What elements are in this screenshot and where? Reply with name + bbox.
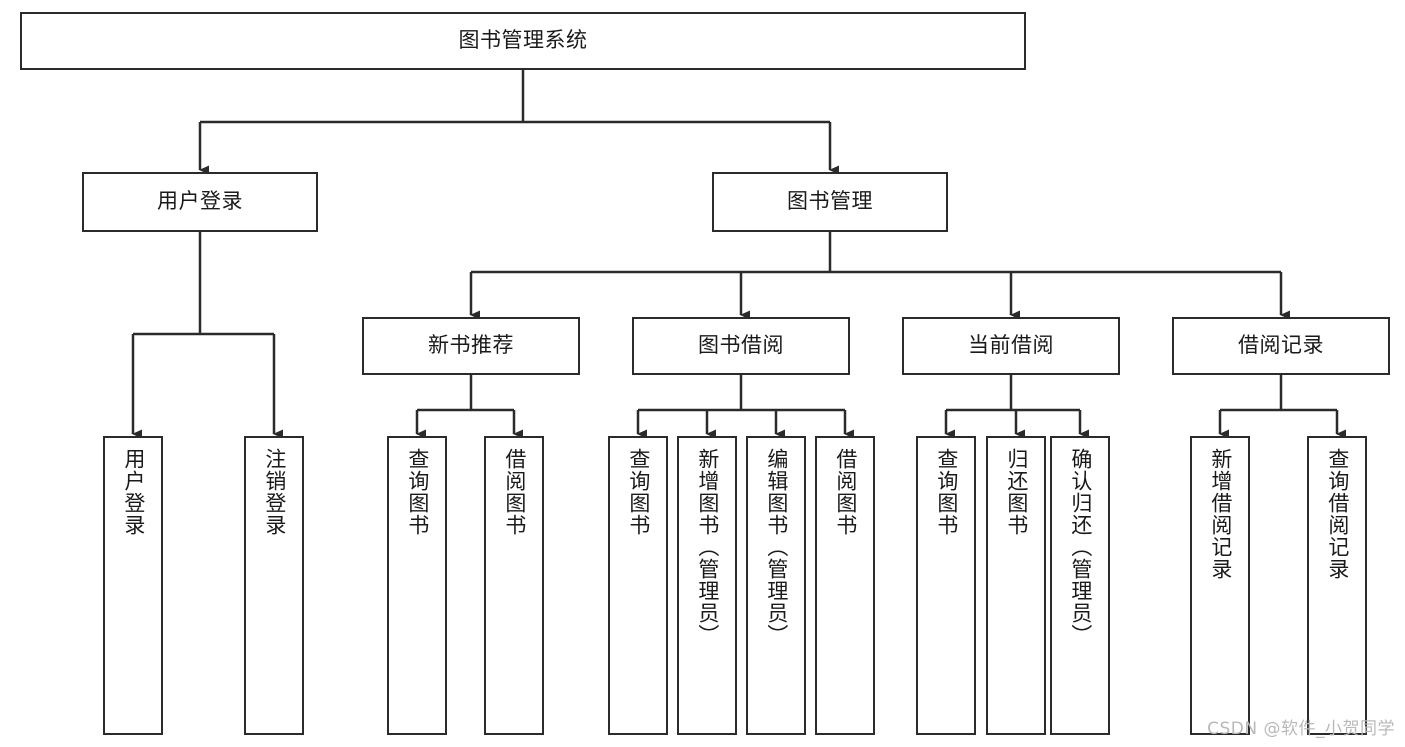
node-book-manage[interactable]: 图书管理 [712,172,948,232]
node-root[interactable]: 图书管理系统 [20,12,1026,70]
node-leaf-edit-book[interactable]: 编辑图书（管理员） [746,436,806,735]
arrow-connectors [131,122,1346,439]
node-book-borrow[interactable]: 图书借阅 [632,317,850,375]
node-new-book-rec[interactable]: 新书推荐 [362,317,580,375]
node-label-leaf-user-logout: 注销登录 [262,448,287,536]
node-leaf-add-book[interactable]: 新增图书（管理员） [677,436,737,735]
node-leaf-query-book-current[interactable]: 查询图书 [916,436,976,735]
node-label-book-borrow: 图书借阅 [698,333,784,358]
node-label-leaf-borrow-book: 借阅图书 [833,448,858,536]
node-label-leaf-edit-book: 编辑图书（管理员） [764,448,789,646]
node-leaf-query-book-borrow[interactable]: 查询图书 [608,436,668,735]
node-label-new-book-rec: 新书推荐 [428,333,514,358]
node-label-root: 图书管理系统 [458,28,588,53]
node-user-login[interactable]: 用户登录 [82,172,318,232]
node-label-leaf-query-book-rec: 查询图书 [405,448,430,536]
node-label-user-login: 用户登录 [157,189,243,214]
node-label-leaf-query-book-borrow: 查询图书 [626,448,651,536]
node-borrow-record[interactable]: 借阅记录 [1172,317,1390,375]
node-label-leaf-return-book: 归还图书 [1004,448,1029,536]
node-leaf-borrow-book-rec[interactable]: 借阅图书 [484,436,544,735]
node-label-leaf-add-record: 新增借阅记录 [1208,448,1233,580]
node-label-leaf-add-book: 新增图书（管理员） [695,448,720,646]
node-label-leaf-borrow-book-rec: 借阅图书 [502,448,527,536]
node-leaf-add-record[interactable]: 新增借阅记录 [1190,436,1250,735]
watermark-text: CSDN @软件_小贺同学 [1207,719,1395,739]
node-leaf-query-book-rec[interactable]: 查询图书 [387,436,447,735]
node-leaf-borrow-book[interactable]: 借阅图书 [815,436,875,735]
node-label-leaf-user-login: 用户登录 [121,448,146,536]
node-label-leaf-query-book-current: 查询图书 [934,448,959,536]
node-label-leaf-query-record: 查询借阅记录 [1325,448,1350,580]
node-leaf-user-logout[interactable]: 注销登录 [244,436,304,735]
node-current-borrow[interactable]: 当前借阅 [902,317,1120,375]
node-label-borrow-record: 借阅记录 [1238,333,1324,358]
node-label-current-borrow: 当前借阅 [968,333,1054,358]
node-leaf-confirm-return[interactable]: 确认归还（管理员） [1050,436,1110,735]
node-label-book-manage: 图书管理 [787,189,873,214]
node-leaf-return-book[interactable]: 归还图书 [986,436,1046,735]
node-leaf-query-record[interactable]: 查询借阅记录 [1307,436,1367,735]
node-label-leaf-confirm-return: 确认归还（管理员） [1068,448,1093,646]
node-leaf-user-login[interactable]: 用户登录 [103,436,163,735]
